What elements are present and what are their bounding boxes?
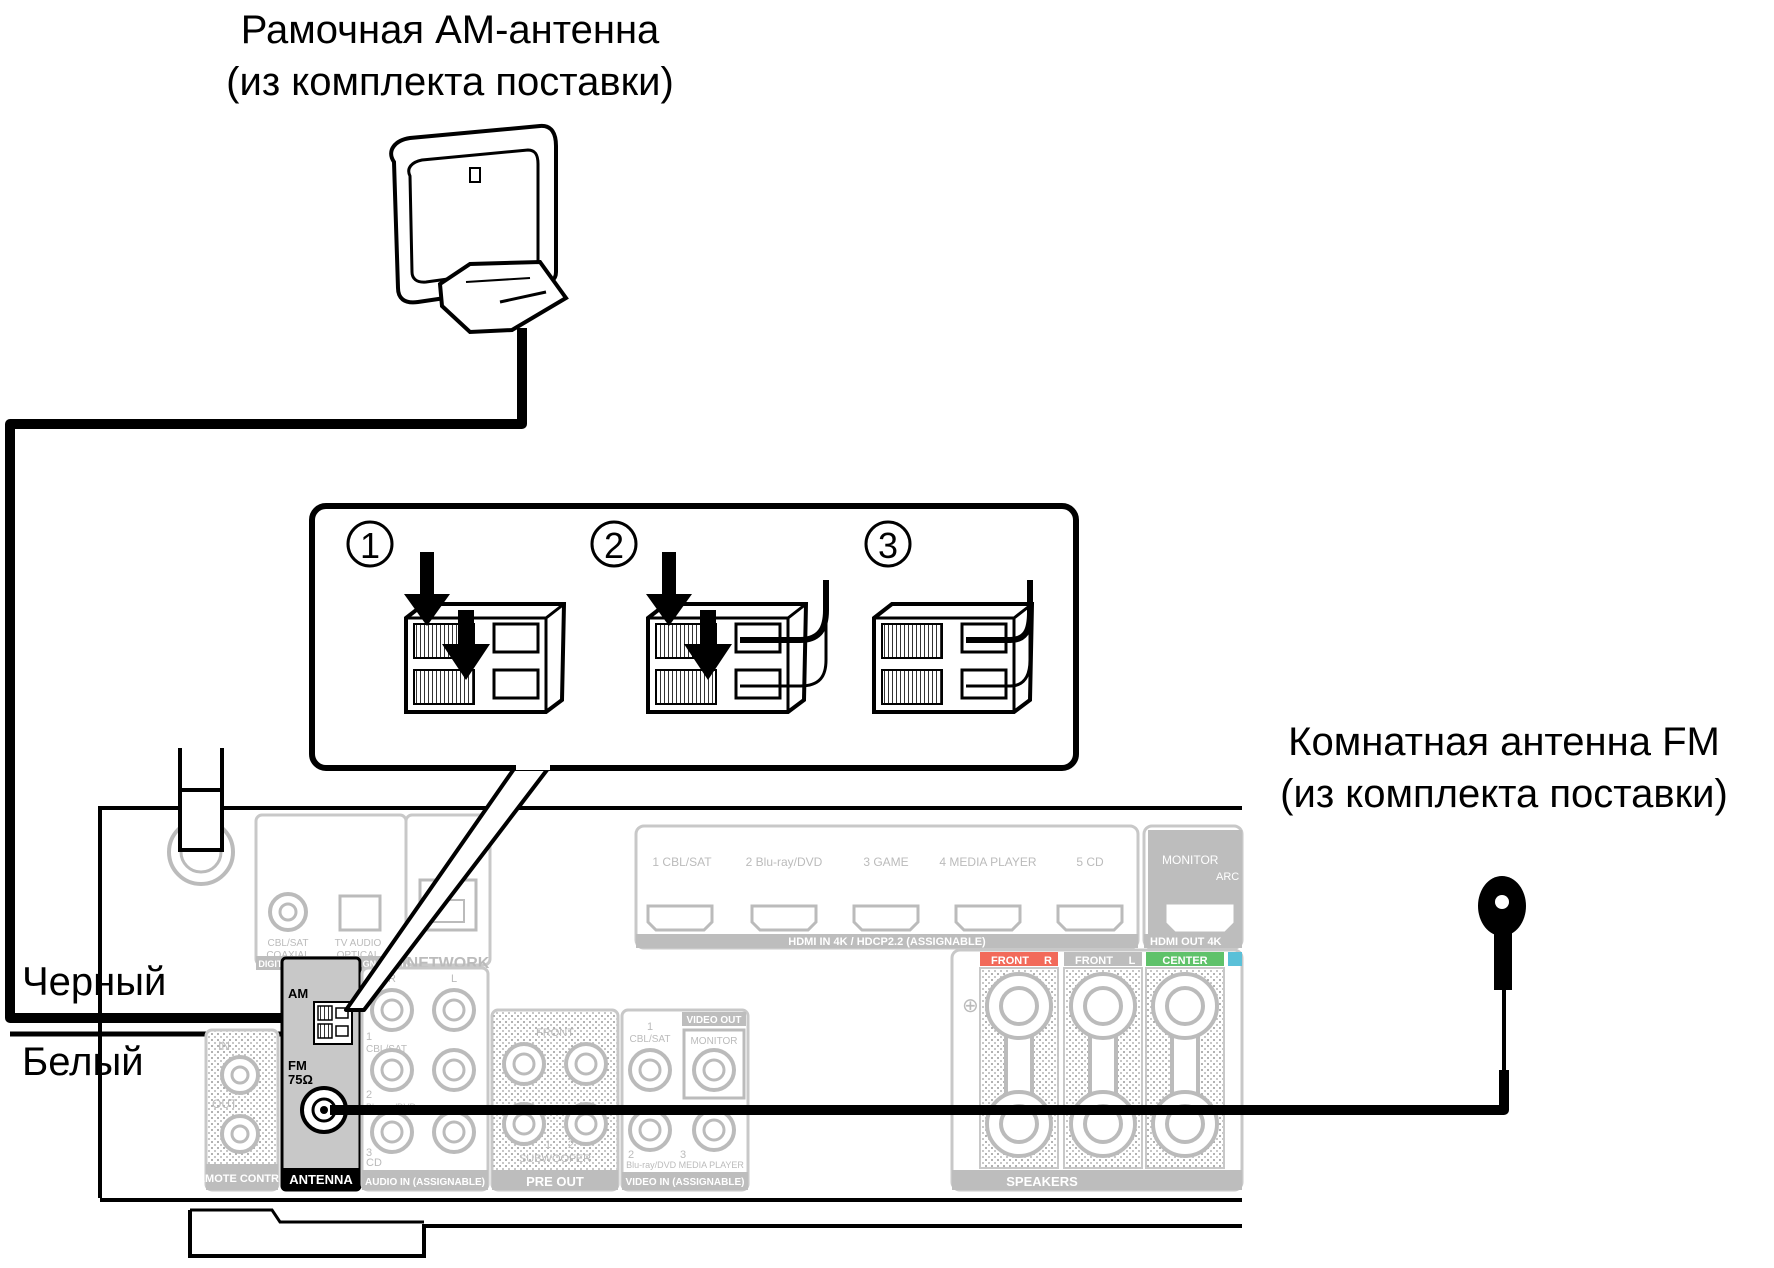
spk-front-r-label: FRONT bbox=[991, 955, 1029, 967]
fm-antenna-caption-line2: (из комплекта поставки) bbox=[1280, 772, 1728, 816]
audio-r-label: R bbox=[388, 973, 396, 985]
video-3-label: 3 bbox=[680, 1149, 686, 1161]
receiver-rear-panel: CBL/SAT COAXIAL TV AUDIO OPTICAL DIGITAL… bbox=[98, 748, 1244, 1258]
remote-in-label: IN bbox=[218, 1039, 230, 1053]
black-wire-label: Черный bbox=[22, 960, 167, 1004]
step-2-number: 2 bbox=[604, 525, 624, 566]
white-wire-label: Белый bbox=[22, 1040, 144, 1084]
audio-1-label: 1 bbox=[366, 1031, 372, 1043]
video-out-label: VIDEO OUT bbox=[686, 1015, 741, 1026]
am-terminal-label: AM bbox=[288, 986, 308, 1001]
step-3-number: 3 bbox=[878, 525, 898, 566]
video-2-label: 2 bbox=[628, 1149, 634, 1161]
fm-antenna-cable bbox=[330, 876, 1526, 1115]
audio-3-label: 3 bbox=[366, 1147, 372, 1159]
am-antenna-caption-line2: (из комплекта поставки) bbox=[226, 60, 674, 104]
preout-sub2-label: 2 bbox=[568, 1139, 574, 1151]
spk-l-label: L bbox=[1129, 955, 1136, 967]
am-antenna-caption: Рамочная АМ-антенна (из комплекта постав… bbox=[140, 4, 760, 108]
step-3-terminal bbox=[872, 580, 1035, 714]
digital-cbl-sat-label: CBL/SAT bbox=[268, 938, 309, 949]
video-in-label: VIDEO IN (ASSIGNABLE) bbox=[626, 1177, 745, 1188]
antenna-block-label: ANTENNA bbox=[289, 1172, 353, 1187]
digital-coaxial-label: COAXIAL bbox=[266, 950, 310, 961]
digital-tv-audio-label: TV AUDIO bbox=[335, 938, 382, 949]
pre-out-label: PRE OUT bbox=[526, 1174, 584, 1189]
spk-front-l-label: FRONT bbox=[1075, 955, 1113, 967]
audio-cd-label: CD bbox=[366, 1157, 382, 1169]
terminal-steps-callout: 1 2 3 bbox=[309, 503, 1079, 1012]
remote-control-label: REMOTE CONTROL bbox=[190, 1173, 295, 1185]
hdmi-1-label: 1 CBL/SAT bbox=[652, 855, 712, 869]
speakers-label: SPEAKERS bbox=[1006, 1174, 1078, 1189]
video-1-label: 1 bbox=[647, 1021, 653, 1033]
audio-in-label: AUDIO IN (ASSIGNABLE) bbox=[365, 1177, 485, 1188]
hdmi-arc-label: ARC bbox=[1216, 871, 1239, 883]
audio-2-label: 2 bbox=[366, 1089, 372, 1101]
video-monitor-label: MONITOR bbox=[690, 1036, 737, 1047]
hdmi-monitor-label: MONITOR bbox=[1162, 853, 1219, 867]
preout-front-label: FRONT bbox=[536, 1027, 574, 1039]
spk-plus-label: ⊕ bbox=[962, 995, 979, 1017]
fm-ohm-label: 75Ω bbox=[288, 1072, 313, 1087]
hdmi-2-label: 2 Blu-ray/DVD bbox=[746, 855, 823, 869]
video-cbl-sat-label: CBL/SAT bbox=[630, 1034, 671, 1045]
digital-optical-label: OPTICAL bbox=[337, 950, 380, 961]
hdmi-5-label: 5 CD bbox=[1076, 855, 1104, 869]
step-2-terminal bbox=[646, 552, 829, 714]
step-1-terminal bbox=[404, 552, 567, 714]
fm-antenna-caption-line1: Комнатная антенна FM bbox=[1288, 720, 1720, 764]
preout-sub1-label: 1 bbox=[545, 1139, 551, 1151]
fm-antenna-caption: Комнатная антенна FM (из комплекта поста… bbox=[1244, 716, 1764, 820]
hdmi-4-label: 4 MEDIA PLAYER bbox=[939, 855, 1036, 869]
am-antenna-caption-line1: Рамочная АМ-антенна bbox=[240, 8, 660, 52]
video-bluray-media-label: Blu-ray/DVD MEDIA PLAYER bbox=[626, 1160, 744, 1170]
spk-center-label: CENTER bbox=[1162, 955, 1207, 967]
hdmi-out-label: HDMI OUT 4K bbox=[1150, 936, 1222, 948]
spk-r-label: R bbox=[1044, 955, 1052, 967]
fm-terminal-label: FM bbox=[288, 1058, 307, 1073]
audio-l-label: L bbox=[451, 973, 457, 985]
am-loop-antenna bbox=[389, 123, 569, 335]
remote-out-label: OUT bbox=[212, 1097, 238, 1111]
hdmi-in-label: HDMI IN 4K / HDCP2.2 (ASSIGNABLE) bbox=[788, 936, 986, 948]
step-1-number: 1 bbox=[360, 525, 380, 566]
preout-subwoofer-label: SUBWOOFER bbox=[519, 1153, 591, 1165]
hdmi-3-label: 3 GAME bbox=[863, 855, 908, 869]
